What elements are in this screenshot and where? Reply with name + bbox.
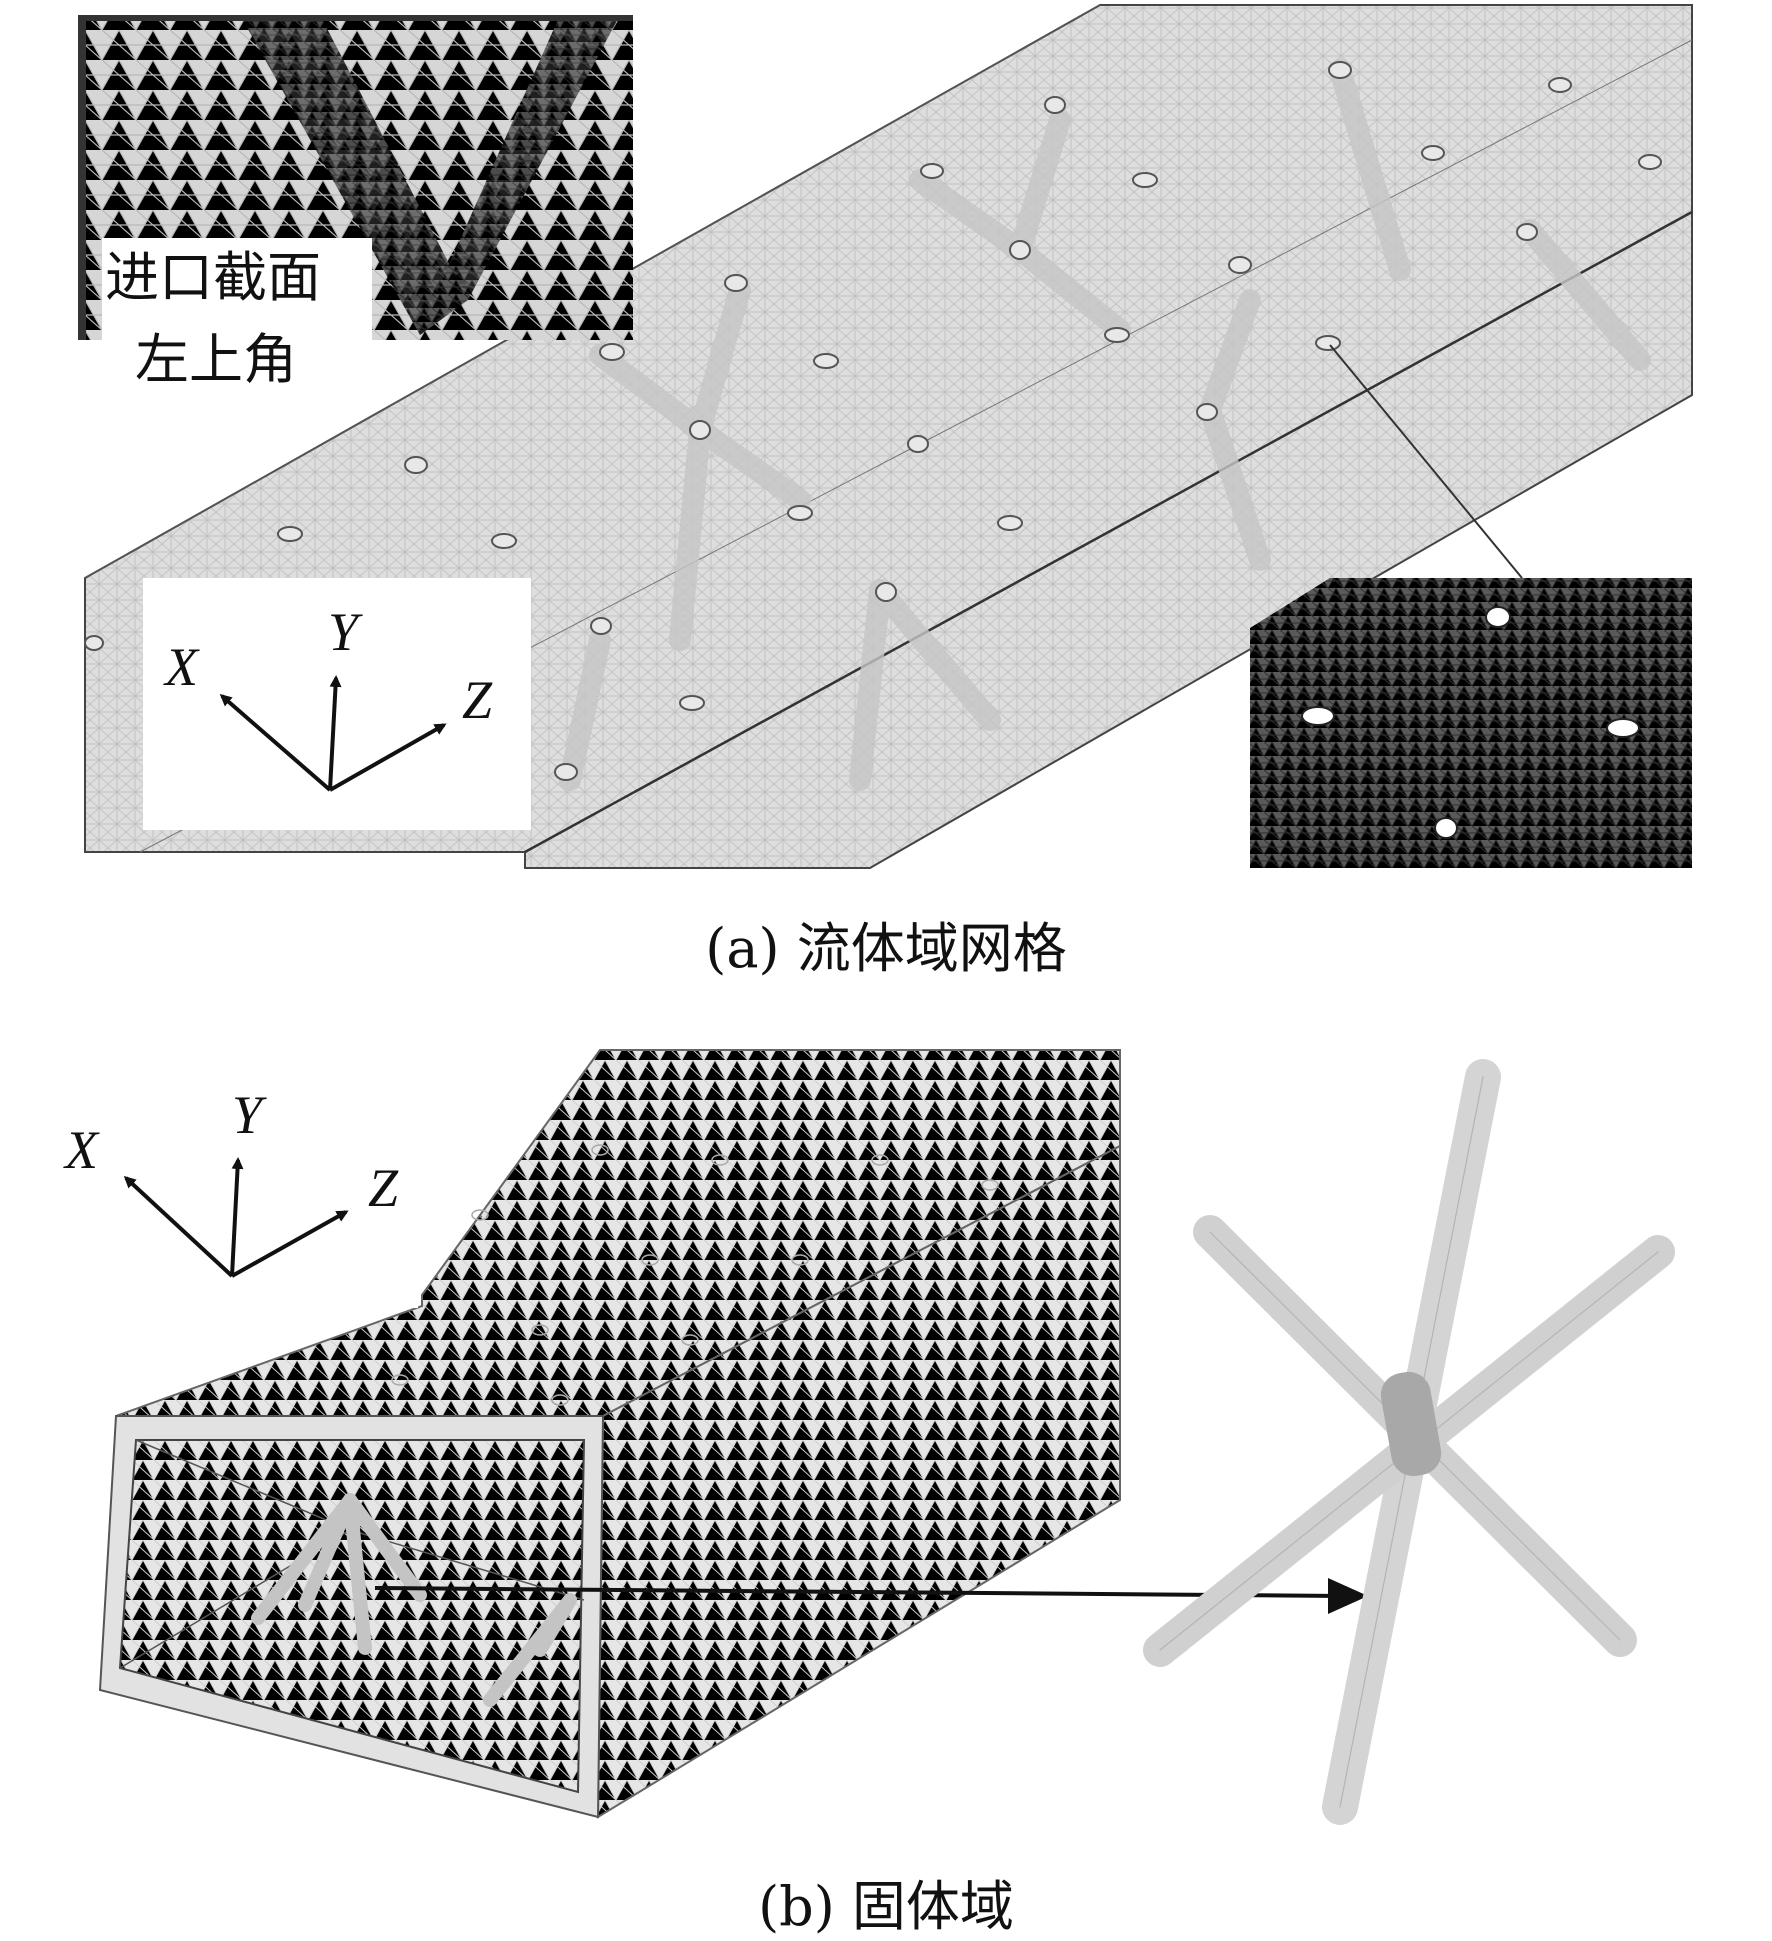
axis-z-arrow <box>329 723 447 792</box>
mesh-holes <box>84 61 1662 781</box>
axis-y-arrow <box>328 675 342 791</box>
axis-x-label: X <box>163 637 200 697</box>
axis-y-arrow <box>230 1157 244 1277</box>
axis-x-label: X <box>63 1120 100 1180</box>
inset-label-line1: 进口截面 <box>105 246 321 309</box>
rod-hub <box>1380 1371 1442 1477</box>
inset-rod-right <box>420 15 620 330</box>
axis-x-arrow <box>219 694 332 792</box>
axis-z-label: Z <box>462 670 493 730</box>
detail-leader-line <box>1329 344 1523 579</box>
caption-panel-a: (a) 流体域网格 <box>705 917 1067 980</box>
box-front-opening <box>118 1439 586 1794</box>
box-top-holes <box>391 1144 999 1406</box>
axis-y-label: Y <box>232 1085 267 1145</box>
inset-rod-left <box>240 15 468 335</box>
rod-shadows <box>559 59 1651 791</box>
box-inner-rods <box>251 1493 577 1707</box>
hole-detail-inset <box>1250 344 1692 868</box>
channel-edge <box>524 210 1693 854</box>
axis-z-label: Z <box>368 1158 399 1218</box>
caption-panel-b: (b) 固体域 <box>758 1875 1014 1938</box>
panel-b-solid-domain: X Y Z <box>40 1049 1675 1825</box>
axis-x-arrow <box>123 1175 234 1278</box>
axes-inset-b: X Y Z <box>40 1082 418 1308</box>
rod-assembly <box>1143 1059 1675 1825</box>
inlet-corner-inset: 进口截面 左上角 <box>78 15 633 391</box>
axis-y-label: Y <box>328 602 363 662</box>
detail-pointer-arrow <box>374 1586 1346 1602</box>
panel-a-fluid-mesh: 进口截面 左上角 X Y Z <box>78 4 1693 869</box>
inset-label-line2: 左上角 <box>135 328 297 391</box>
axis-z-arrow <box>231 1210 349 1278</box>
axes-inset-a: X Y Z <box>143 578 531 830</box>
detail-pointer-arrowhead <box>1328 1578 1368 1614</box>
box-back-edge <box>135 1439 351 1531</box>
